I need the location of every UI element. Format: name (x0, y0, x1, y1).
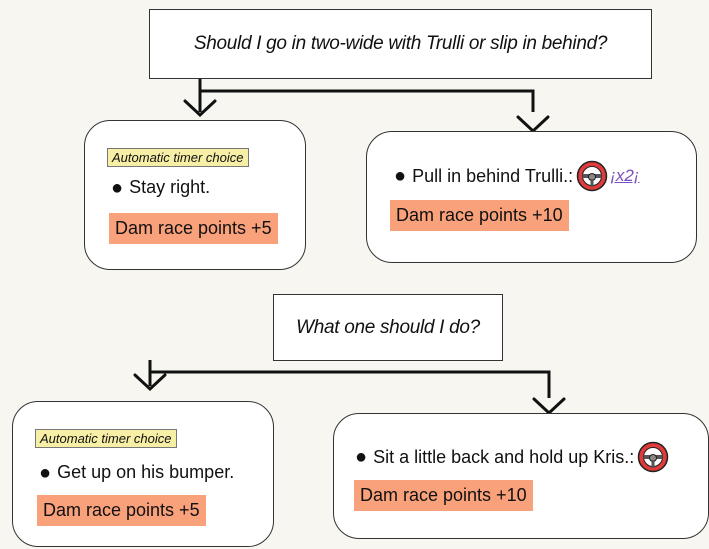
choice-card-pull-behind[interactable]: ● Pull in behind Trulli.: ¡x2¡ Dam race … (366, 131, 697, 263)
choice-label: Stay right. (129, 177, 211, 197)
bullet-icon: ● (111, 176, 124, 199)
choice-label: Get up on his bumper. (57, 462, 235, 482)
multiplier-label: ¡x2¡ (610, 166, 640, 185)
arrowhead-2-right (532, 397, 566, 416)
arrowhead-1-right (516, 115, 550, 134)
bullet-icon: ● (394, 165, 407, 187)
race-points-badge: Dam race points +5 (109, 213, 278, 244)
bullet-icon: ● (39, 461, 52, 484)
choice-option-text: ● Pull in behind Trulli.: ¡x2¡ (394, 159, 639, 193)
arrowhead-2-left (133, 373, 167, 392)
choice-label: Pull in behind Trulli.: (412, 165, 574, 186)
choice-option-text: ● Sit a little back and hold up Kris.: (355, 440, 670, 474)
automatic-timer-tag: Automatic timer choice (35, 429, 177, 448)
steering-wheel-icon (637, 441, 669, 473)
race-points-badge: Dam race points +5 (37, 495, 206, 526)
choice-card-bumper[interactable]: Automatic timer choice ● Get up on his b… (12, 401, 274, 547)
choice-option-text: ● Stay right. (111, 177, 210, 198)
choice-card-stay-right[interactable]: Automatic timer choice ● Stay right. Dam… (84, 120, 306, 270)
question-box-1: Should I go in two-wide with Trulli or s… (149, 9, 652, 79)
automatic-timer-tag: Automatic timer choice (107, 148, 249, 167)
steering-wheel-icon (576, 160, 608, 192)
question-text-2: What one should I do? (296, 316, 480, 338)
question-box-2: What one should I do? (273, 294, 503, 361)
choice-option-text: ● Get up on his bumper. (39, 462, 234, 483)
connector-2 (148, 360, 551, 398)
choice-card-hold-up-kris[interactable]: ● Sit a little back and hold up Kris.: D… (333, 413, 709, 539)
race-points-badge: Dam race points +10 (390, 200, 569, 231)
question-text-1: Should I go in two-wide with Trulli or s… (193, 33, 608, 54)
race-points-badge: Dam race points +10 (354, 480, 533, 511)
connector-1 (198, 78, 535, 112)
arrowhead-1-left (183, 99, 217, 118)
choice-label: Sit a little back and hold up Kris.: (373, 446, 635, 467)
bullet-icon: ● (355, 446, 368, 468)
